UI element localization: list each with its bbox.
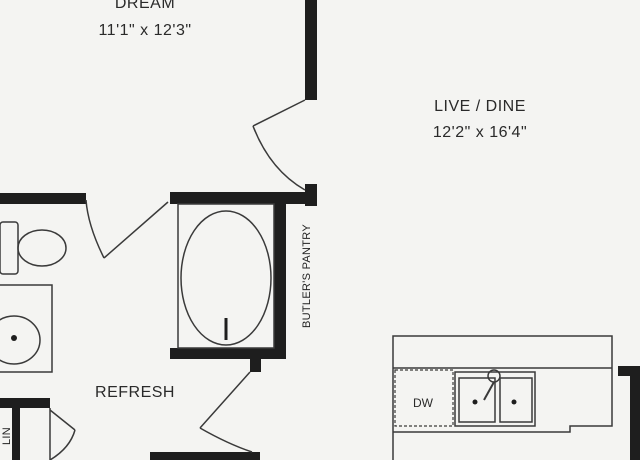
door-closet-swing [49, 429, 76, 460]
wall-pantry-east [274, 204, 286, 354]
butlers-pantry-label: BUTLER'S PANTRY [301, 224, 313, 328]
sink-drain [11, 335, 17, 341]
toilet [0, 221, 67, 275]
door-refresh-swing [199, 427, 253, 453]
door-bath-leaf [103, 201, 169, 259]
wall-kitchen-east [630, 366, 640, 460]
dishwasher [394, 369, 454, 427]
kitchen-sink [454, 371, 536, 427]
door-dream-swing [252, 125, 306, 191]
room-dimensions-live-dine: 12'2" x 16'4" [432, 124, 528, 141]
door-closet-leaf [49, 409, 76, 431]
doors [49, 99, 306, 460]
dishwasher-label: DW [413, 396, 433, 410]
wall-pantry-bottom [170, 348, 286, 359]
wall-refresh-top-left [0, 193, 86, 204]
pantry-counter [177, 203, 275, 349]
wall-pantry-top [170, 192, 316, 204]
room-name-live-dine: LIVE / DINE [434, 98, 526, 115]
wall-closet-top [0, 398, 50, 408]
sink-drain-left [472, 399, 478, 405]
vanity-sink [0, 315, 41, 365]
door-dream-leaf [252, 99, 306, 127]
room-name-refresh: REFRESH [95, 384, 175, 401]
room-name-dream: DREAM [114, 0, 176, 12]
kitchen-faucet-spout [483, 381, 495, 401]
bathtub [180, 210, 272, 346]
sink-drain-right [511, 399, 517, 405]
wall-kitchen-east-cap [618, 366, 640, 376]
wall-pantry-post [305, 184, 317, 206]
thin-lines [0, 203, 613, 460]
door-bath-swing [85, 199, 105, 259]
wall-bottom-stub [150, 452, 260, 460]
kitchen-island [392, 335, 613, 460]
linen-closet-label: LIN [1, 426, 13, 446]
wall-closet-divider [12, 408, 20, 460]
room-dimensions-dream: 11'1" x 12'3" [98, 22, 192, 39]
wall-refresh-east-stub [250, 348, 261, 372]
wall-dream-east [305, 0, 317, 100]
door-refresh-leaf [199, 371, 251, 429]
vanity-counter [0, 284, 53, 373]
